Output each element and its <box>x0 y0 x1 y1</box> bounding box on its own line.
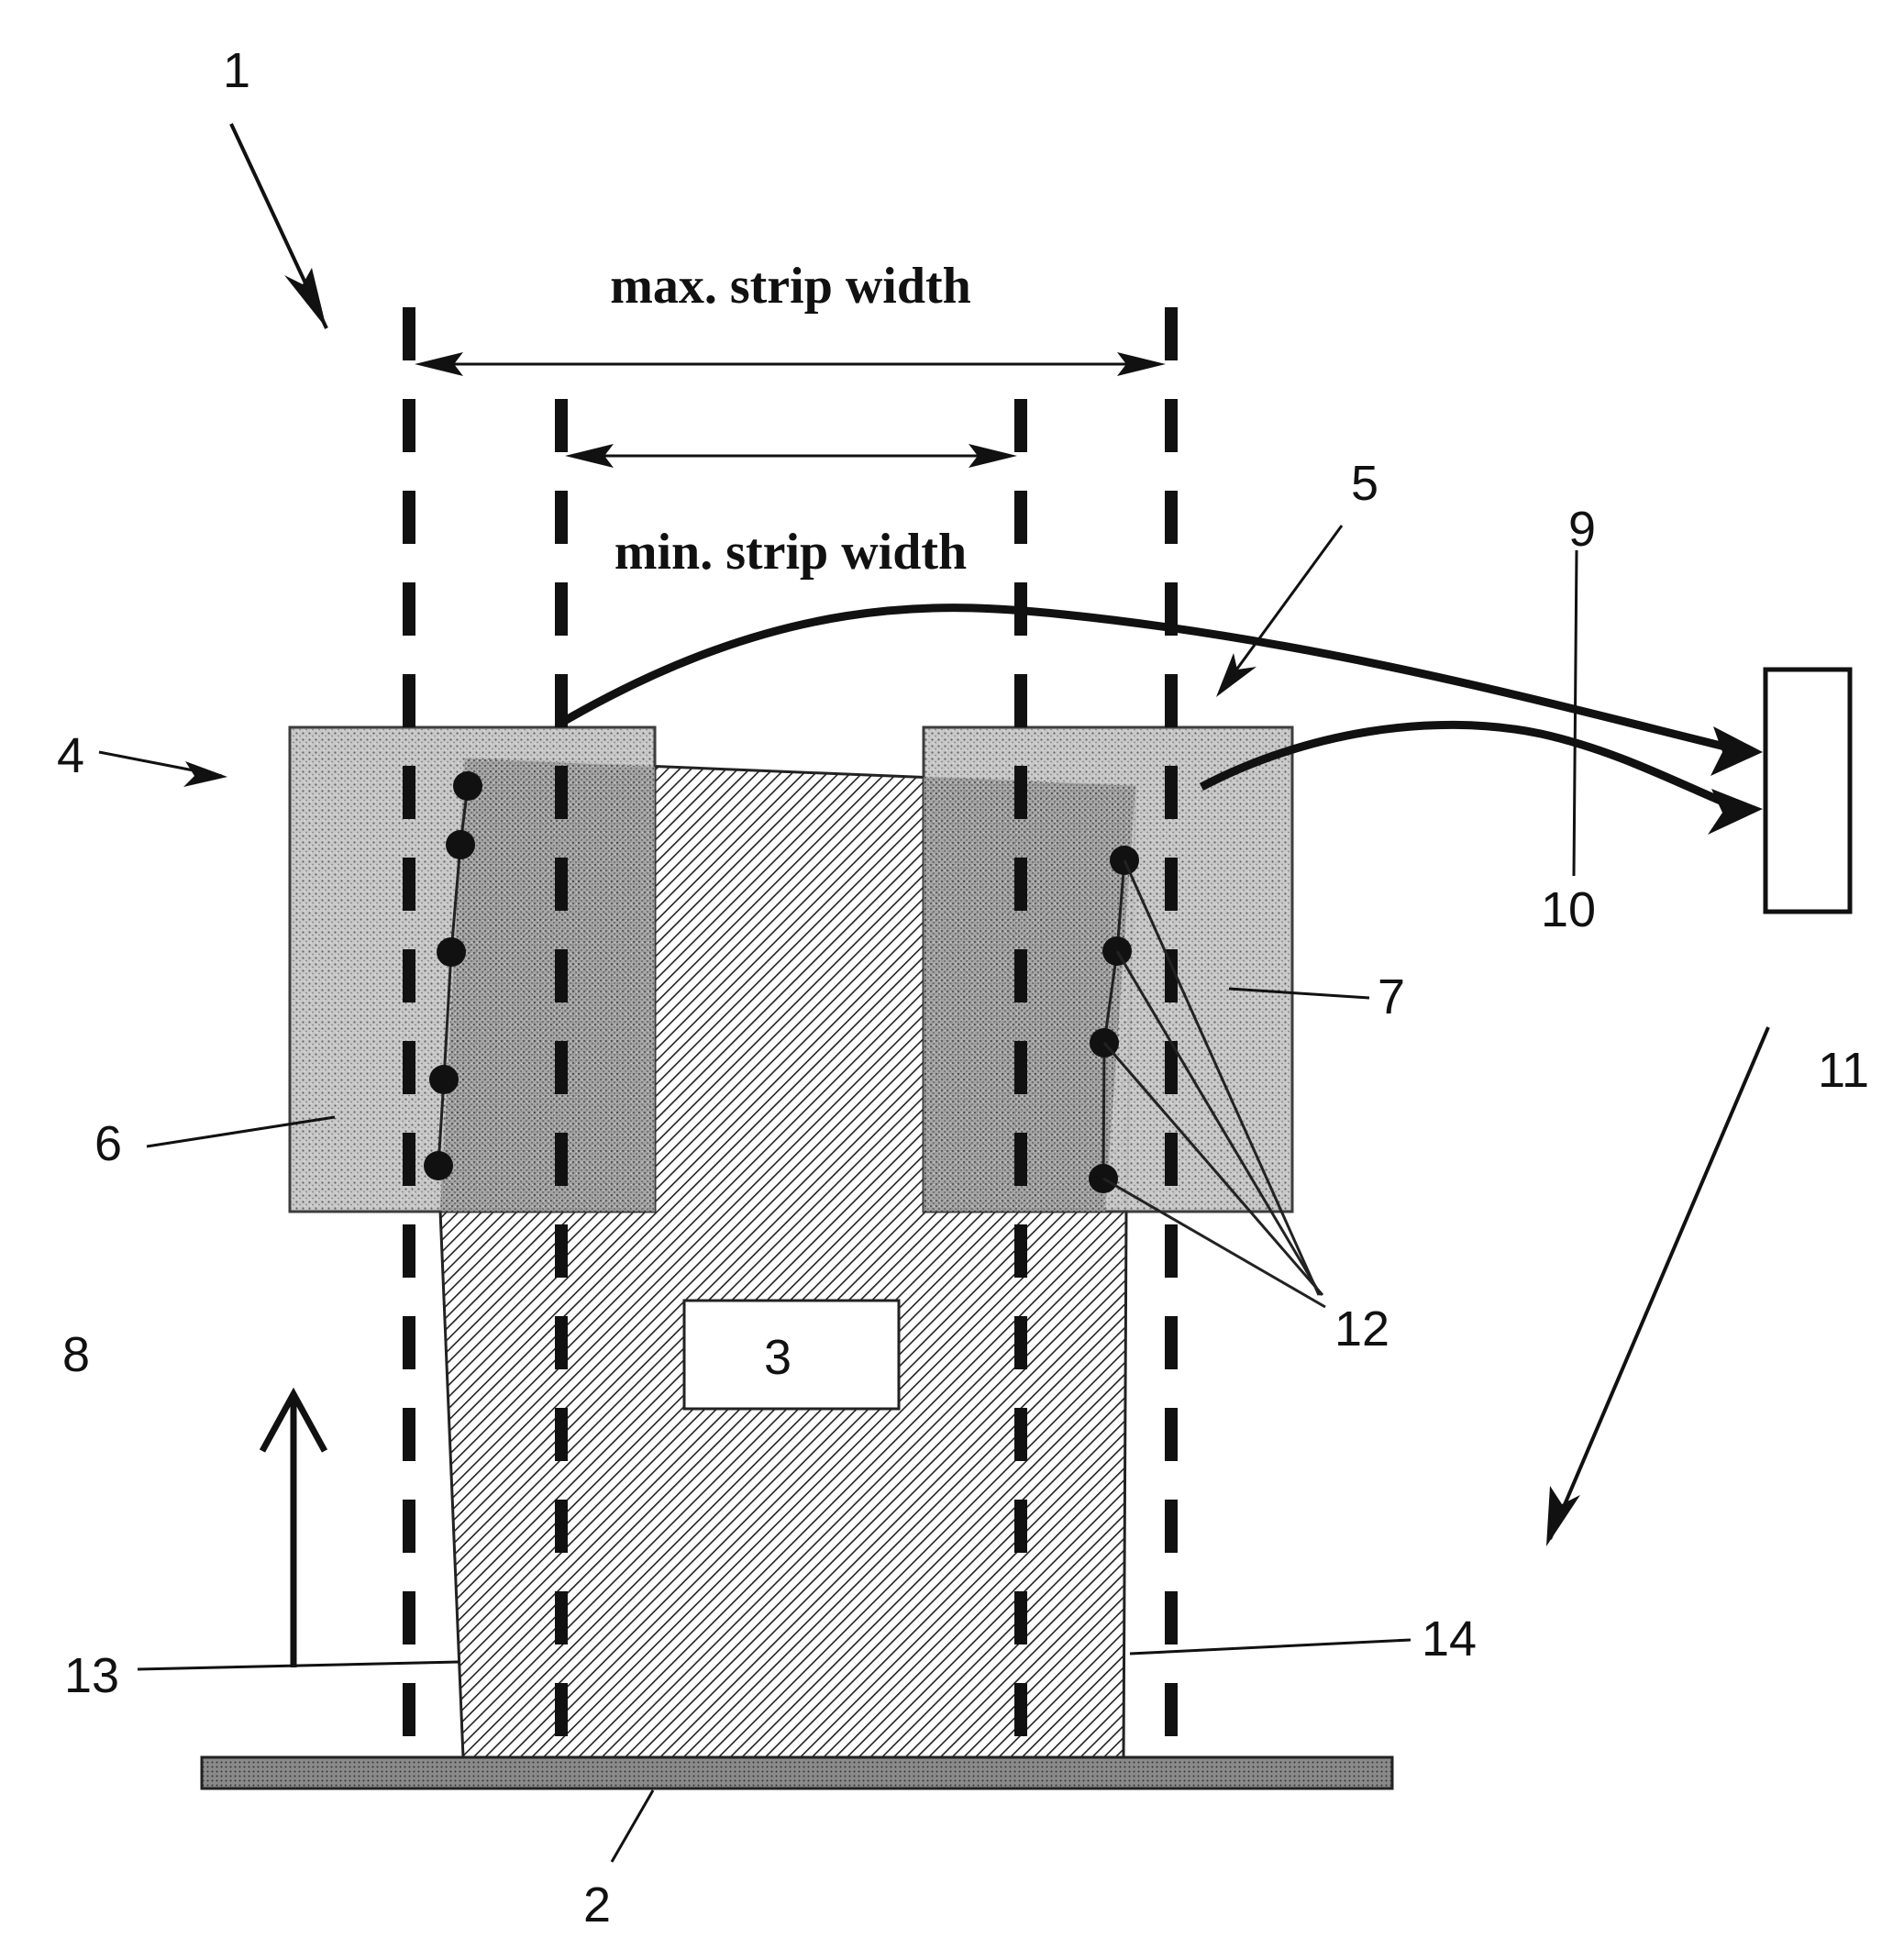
numeral-7: 7 <box>1378 969 1405 1024</box>
numeral-13: 13 <box>64 1648 119 1703</box>
arrowhead-11 <box>1546 1486 1580 1546</box>
left-measurement-point <box>453 771 482 801</box>
arrowhead-4 <box>183 761 227 787</box>
arrowhead-1 <box>284 268 327 328</box>
numeral-9: 9 <box>1568 502 1596 557</box>
leader-9-10 <box>1574 550 1577 876</box>
numeral-1: 1 <box>223 43 250 98</box>
numeral-5: 5 <box>1351 456 1378 511</box>
numeral-4: 4 <box>57 728 84 783</box>
left-overlap-region <box>440 759 655 1212</box>
numeral-2: 2 <box>583 1877 611 1932</box>
arrow-5 <box>1220 526 1342 692</box>
arrowhead-10 <box>1708 789 1763 835</box>
leader-2 <box>612 1790 653 1862</box>
base-plate <box>202 1757 1392 1788</box>
left-measurement-point <box>437 937 466 967</box>
arrowhead-9 <box>1710 726 1763 776</box>
evaluation-unit <box>1766 670 1850 912</box>
max-strip-width-label: max. strip width <box>610 258 971 315</box>
numeral-12: 12 <box>1334 1301 1389 1356</box>
numeral-10: 10 <box>1541 882 1596 937</box>
numeral-11: 11 <box>1818 1043 1869 1098</box>
arrowhead-5 <box>1216 653 1256 697</box>
numeral-6: 6 <box>94 1116 122 1171</box>
arrow-11 <box>1550 1027 1768 1539</box>
numeral-3: 3 <box>764 1330 791 1385</box>
left-measurement-point <box>446 830 475 859</box>
min-strip-width-label: min. strip width <box>614 524 967 581</box>
numeral-14: 14 <box>1422 1611 1477 1667</box>
left-measurement-point <box>424 1151 453 1180</box>
leader-13 <box>138 1662 459 1669</box>
numeral-8: 8 <box>62 1327 90 1382</box>
left-measurement-point <box>429 1065 459 1094</box>
